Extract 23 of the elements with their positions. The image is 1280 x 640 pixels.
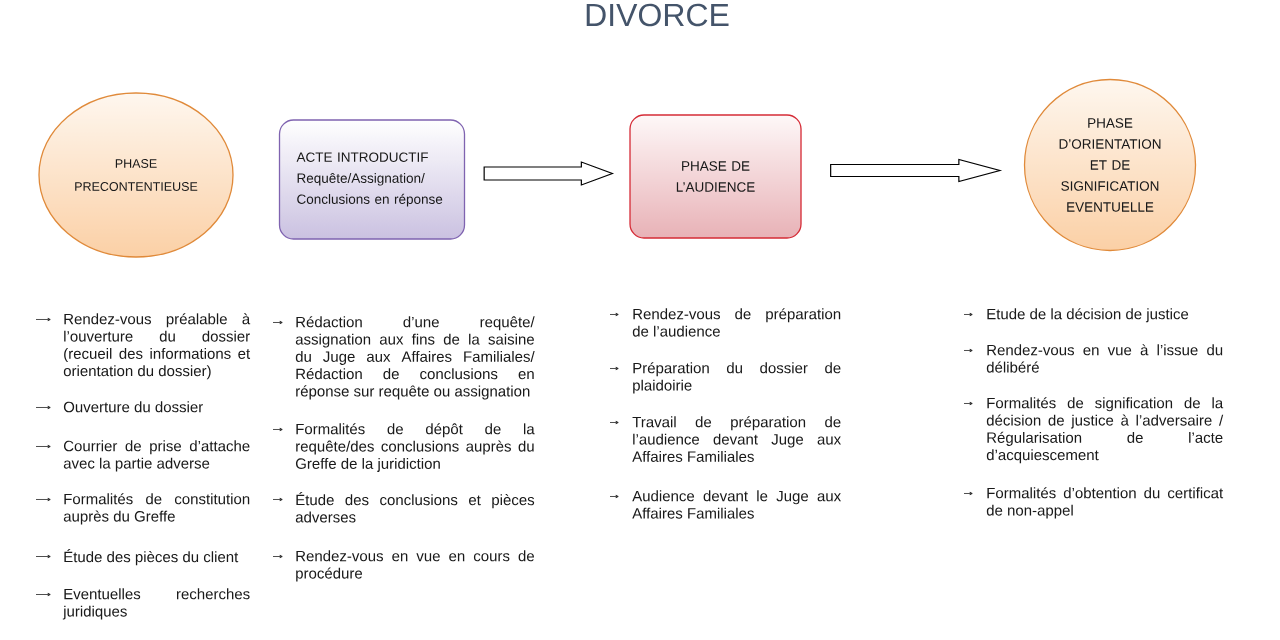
bullet-text: Eventuelles recherches juridiques (62, 588, 250, 620)
bullet-text: Formalités d’obtention du certificat de non-appel (986, 487, 1224, 519)
block-arrow (830, 158, 1003, 183)
bullet-text: Rédaction d’une requête/ assignation aux fins de la saisine du Juge aux Affaires Familiales/ Rédaction de conclusions en réponse sur requête ou assignation (295, 316, 535, 400)
bullet-text: Rendez-vous préalable à l’ouverture du dossier (recueil des informations et orientation du dossier) (63, 313, 251, 380)
bullet-text: Rendez-vous en vue en cours de procédure (296, 550, 534, 582)
block-arrow (483, 161, 615, 186)
bullet-text: Rendez-vous de préparation de l’audience (632, 308, 841, 337)
bullet-text: Préparation du dossier de plaidoirie (633, 362, 841, 394)
process-box: ACTE INTRODUCTIF Requête/Assignation/ Conclusions en réponse (278, 119, 466, 240)
bullet-text: Ouverture du dossier (63, 401, 203, 413)
title: DIVORCE (586, 3, 729, 27)
bullet-text: Formalités de constitution auprès du Greffe (63, 493, 250, 525)
bullet-text: Formalités de dépôt de la requête/des conclusions auprès du Greffe de la juridiction (295, 423, 535, 472)
bullet-text: Rendez-vous en vue à l’issue du délibéré (986, 344, 1223, 373)
bullet-text: Courrier de prise d’attache avec la partie adverse (63, 440, 250, 472)
bullet-text: Étude des conclusions et pièces adverses (295, 492, 535, 523)
bullet-text: Formalités de signification de la décision de justice à l’adversaire / Régularisation de l’acte d’acquiescement (986, 397, 1224, 464)
bullet-text: Etude de la décision de justice (987, 308, 1189, 323)
bullet-text: Travail de préparation de l’audience devant Juge aux Affaires Familiales (632, 416, 841, 462)
process-box: PHASE DE L’AUDIENCE (629, 114, 802, 239)
bullet-text: Étude des pièces du client (64, 549, 239, 566)
bullet-text: Audience devant le Juge aux Affaires Familiales (632, 490, 841, 519)
